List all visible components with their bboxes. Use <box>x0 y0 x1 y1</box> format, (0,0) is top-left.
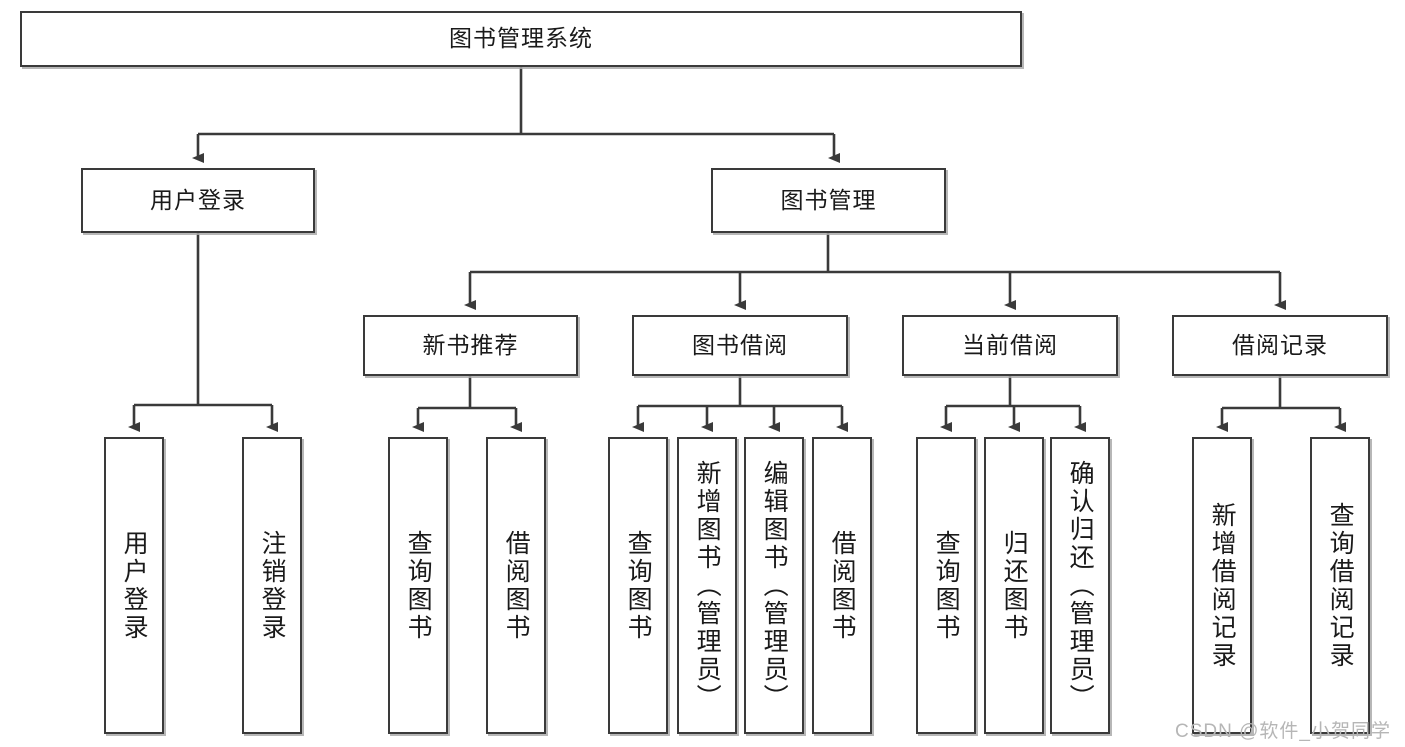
leaf-user-login[interactable]: 用户登录 <box>104 437 164 734</box>
node-new-book-recommend[interactable]: 新书推荐 <box>363 315 578 376</box>
edge-group-book-borrow <box>632 376 848 432</box>
leaf-add-book-admin[interactable]: 新增图书（管理员） <box>677 437 737 734</box>
edge-group-borrow-records <box>1216 376 1346 432</box>
edge-group-root <box>192 67 840 163</box>
leaf-query-books-current[interactable]: 查询图书 <box>916 437 976 734</box>
node-current-borrow[interactable]: 当前借阅 <box>902 315 1118 376</box>
leaf-return-books[interactable]: 归还图书 <box>984 437 1044 734</box>
leaf-confirm-return-admin[interactable]: 确认归还（管理员） <box>1050 437 1110 734</box>
node-book-management[interactable]: 图书管理 <box>711 168 946 233</box>
leaf-borrow-books-recommend[interactable]: 借阅图书 <box>486 437 546 734</box>
leaf-add-borrow-record[interactable]: 新增借阅记录 <box>1192 437 1252 734</box>
watermark-text: CSDN @软件_小贺同学 <box>1175 721 1391 742</box>
leaf-logout-login[interactable]: 注销登录 <box>242 437 302 734</box>
leaf-query-books-recommend[interactable]: 查询图书 <box>388 437 448 734</box>
edge-group-current-borrow <box>940 376 1086 432</box>
node-borrow-records[interactable]: 借阅记录 <box>1172 315 1388 376</box>
leaf-edit-book-admin[interactable]: 编辑图书（管理员） <box>744 437 804 734</box>
edge-group-new-books <box>412 376 522 432</box>
edge-group-user-login <box>128 233 278 432</box>
node-book-management-system[interactable]: 图书管理系统 <box>20 11 1022 67</box>
leaf-borrow-books[interactable]: 借阅图书 <box>812 437 872 734</box>
leaf-query-borrow-record[interactable]: 查询借阅记录 <box>1310 437 1370 734</box>
node-book-borrow[interactable]: 图书借阅 <box>632 315 848 376</box>
edge-group-book-management <box>464 233 1286 310</box>
node-user-login[interactable]: 用户登录 <box>81 168 315 233</box>
leaf-query-books-borrow[interactable]: 查询图书 <box>608 437 668 734</box>
